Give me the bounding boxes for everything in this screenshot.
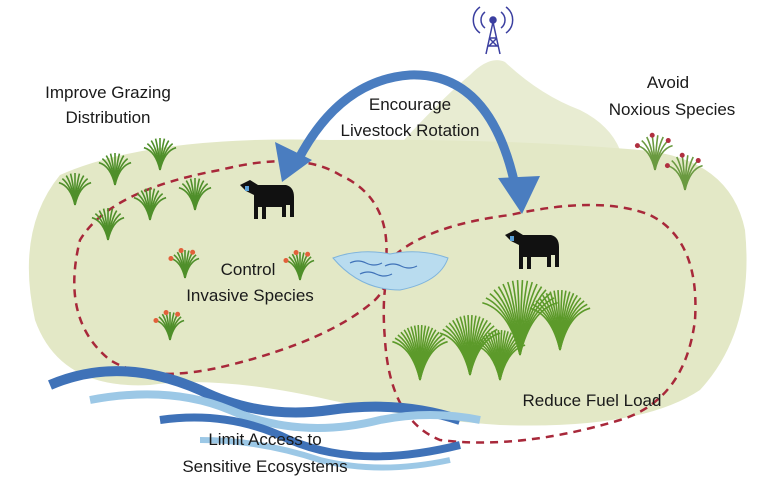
water-pond-icon — [332, 251, 449, 291]
cow-icon — [505, 230, 559, 269]
label-invasive-1: Control — [221, 260, 276, 279]
grass-tuft-icon — [178, 178, 212, 211]
flower-icon — [153, 310, 185, 341]
label-sensitive-1: Limit Access to — [208, 430, 321, 449]
left-paddock-boundary — [73, 159, 388, 376]
rotation-arrow-icon — [275, 70, 540, 214]
label-noxious-2: Noxious Species — [609, 100, 736, 119]
grass-tuft-icon — [98, 153, 132, 186]
label-rotation-2: Livestock Rotation — [341, 121, 480, 140]
label-improve-grazing-1: Improve Grazing — [45, 83, 171, 102]
tall-grass-icon — [392, 325, 448, 381]
label-rotation-1: Encourage — [369, 95, 451, 114]
radio-tower-icon — [472, 6, 514, 55]
label-invasive-2: Invasive Species — [186, 286, 314, 305]
tall-grass-icon — [439, 315, 501, 376]
mountain — [395, 60, 620, 151]
grass-tuft-icon — [143, 138, 177, 171]
label-noxious-1: Avoid — [647, 73, 689, 92]
noxious-grass-icon — [634, 132, 673, 171]
right-paddock-boundary — [382, 203, 697, 444]
label-improve-grazing-2: Distribution — [65, 108, 150, 127]
vegetation — [58, 132, 703, 381]
grass-tuft-icon — [133, 188, 167, 221]
water-waves — [48, 366, 481, 471]
flower-icon — [168, 248, 200, 279]
flower-icon — [283, 250, 315, 281]
noxious-grass-icon — [664, 152, 703, 191]
grass-tuft-icon — [58, 173, 92, 206]
cow-icon — [240, 180, 294, 219]
tall-grass-icon — [529, 290, 591, 351]
tall-grass-icon — [474, 330, 526, 381]
grass-tuft-icon — [91, 208, 125, 241]
label-sensitive-2: Sensitive Ecosystems — [182, 457, 347, 476]
label-fuel-load: Reduce Fuel Load — [523, 391, 662, 410]
